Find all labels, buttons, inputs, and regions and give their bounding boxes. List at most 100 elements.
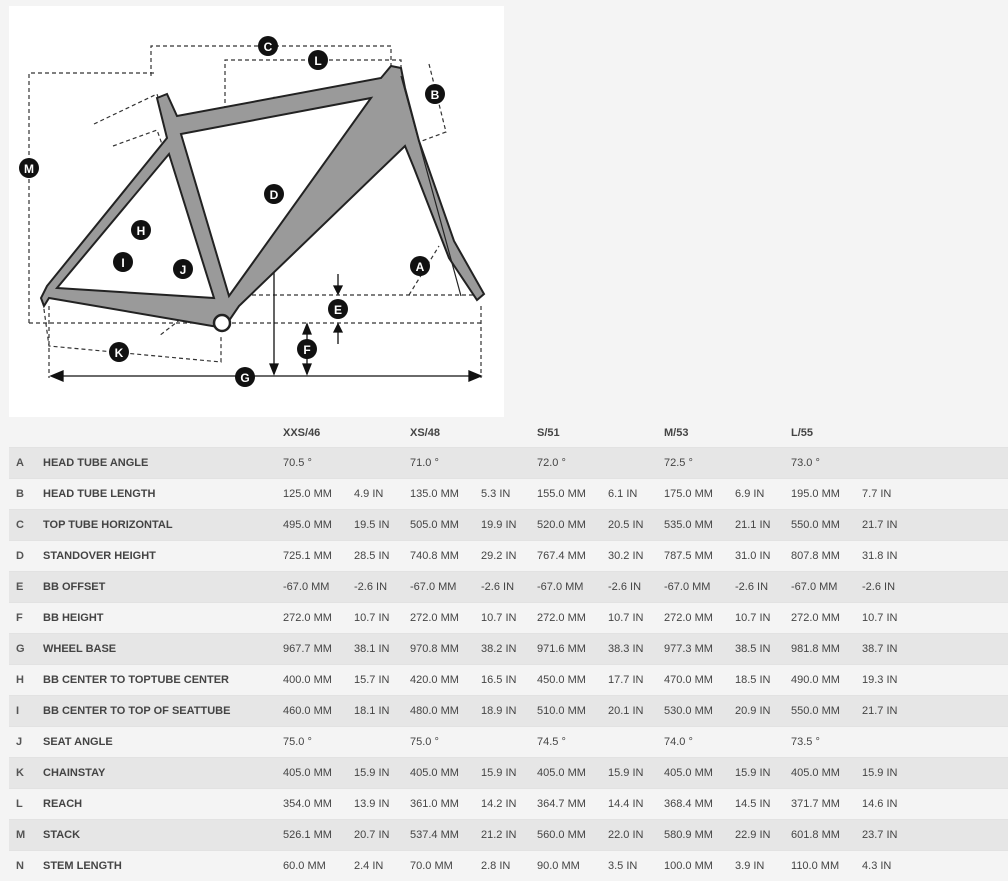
value-imperial: -2.6 IN: [862, 572, 1008, 603]
value-metric: 740.8 MM: [410, 541, 481, 572]
value-imperial: 14.5 IN: [735, 789, 791, 820]
value-imperial: 3.9 IN: [735, 851, 791, 881]
row-letter: C: [9, 510, 43, 541]
dimension-label-d: D: [264, 184, 284, 204]
frame: [41, 66, 484, 331]
svg-text:M: M: [24, 162, 34, 176]
dimension-label-m: M: [19, 158, 39, 178]
value-metric: 550.0 MM: [791, 696, 862, 727]
value-metric: 490.0 MM: [791, 665, 862, 696]
value-imperial: 5.3 IN: [481, 479, 537, 510]
value-metric: 272.0 MM: [664, 603, 735, 634]
value-metric: 767.4 MM: [537, 541, 608, 572]
dimension-label-g: G: [235, 367, 255, 387]
value-metric: 530.0 MM: [664, 696, 735, 727]
value-metric: 537.4 MM: [410, 820, 481, 851]
value-imperial: 13.9 IN: [354, 789, 410, 820]
row-measurement-name: BB OFFSET: [43, 572, 283, 603]
svg-text:F: F: [303, 343, 310, 357]
value-metric: 272.0 MM: [537, 603, 608, 634]
svg-text:I: I: [121, 256, 124, 270]
svg-text:C: C: [264, 40, 273, 54]
value-metric: 125.0 MM: [283, 479, 354, 510]
value-imperial: [481, 448, 537, 479]
value-metric: 787.5 MM: [664, 541, 735, 572]
row-measurement-name: CHAINSTAY: [43, 758, 283, 789]
value-imperial: 3.5 IN: [608, 851, 664, 881]
row-measurement-name: HEAD TUBE ANGLE: [43, 448, 283, 479]
value-imperial: -2.6 IN: [354, 572, 410, 603]
value-imperial: 19.3 IN: [862, 665, 1008, 696]
value-metric: 72.0 °: [537, 448, 608, 479]
dimension-label-i: I: [113, 252, 133, 272]
value-imperial: [862, 727, 1008, 758]
value-metric: 967.7 MM: [283, 634, 354, 665]
value-imperial: 19.5 IN: [354, 510, 410, 541]
value-imperial: 38.3 IN: [608, 634, 664, 665]
value-imperial: [608, 727, 664, 758]
svg-text:K: K: [115, 346, 124, 360]
size-header: L/55: [791, 418, 1008, 448]
value-imperial: 29.2 IN: [481, 541, 537, 572]
value-imperial: 14.4 IN: [608, 789, 664, 820]
value-imperial: 15.7 IN: [354, 665, 410, 696]
value-metric: -67.0 MM: [664, 572, 735, 603]
value-metric: 470.0 MM: [664, 665, 735, 696]
value-metric: 354.0 MM: [283, 789, 354, 820]
value-metric: -67.0 MM: [410, 572, 481, 603]
value-metric: 981.8 MM: [791, 634, 862, 665]
row-letter: L: [9, 789, 43, 820]
value-imperial: 15.9 IN: [481, 758, 537, 789]
value-imperial: 15.9 IN: [735, 758, 791, 789]
value-metric: 73.0 °: [791, 448, 862, 479]
size-header: XS/48: [410, 418, 537, 448]
row-measurement-name: STACK: [43, 820, 283, 851]
value-imperial: 14.6 IN: [862, 789, 1008, 820]
size-header: M/53: [664, 418, 791, 448]
dimension-label-c: C: [258, 36, 278, 56]
value-imperial: 10.7 IN: [354, 603, 410, 634]
value-metric: 371.7 MM: [791, 789, 862, 820]
value-imperial: 4.9 IN: [354, 479, 410, 510]
dimension-label-j: J: [173, 259, 193, 279]
value-imperial: 18.1 IN: [354, 696, 410, 727]
dimension-label-k: K: [109, 342, 129, 362]
value-imperial: 7.7 IN: [862, 479, 1008, 510]
value-imperial: 20.1 IN: [608, 696, 664, 727]
value-metric: 526.1 MM: [283, 820, 354, 851]
value-imperial: 31.8 IN: [862, 541, 1008, 572]
value-imperial: 19.9 IN: [481, 510, 537, 541]
value-metric: 75.0 °: [410, 727, 481, 758]
value-metric: 405.0 MM: [410, 758, 481, 789]
row-measurement-name: BB HEIGHT: [43, 603, 283, 634]
value-metric: -67.0 MM: [537, 572, 608, 603]
header-spacer: [43, 418, 283, 448]
value-imperial: 18.5 IN: [735, 665, 791, 696]
value-metric: 460.0 MM: [283, 696, 354, 727]
value-imperial: 22.9 IN: [735, 820, 791, 851]
dimension-label-e: E: [328, 299, 348, 319]
value-metric: 272.0 MM: [791, 603, 862, 634]
value-imperial: 22.0 IN: [608, 820, 664, 851]
value-metric: 364.7 MM: [537, 789, 608, 820]
value-metric: 580.9 MM: [664, 820, 735, 851]
row-letter: A: [9, 448, 43, 479]
row-measurement-name: WHEEL BASE: [43, 634, 283, 665]
value-imperial: 15.9 IN: [354, 758, 410, 789]
value-imperial: 28.5 IN: [354, 541, 410, 572]
value-imperial: 10.7 IN: [608, 603, 664, 634]
row-measurement-name: REACH: [43, 789, 283, 820]
value-imperial: 20.7 IN: [354, 820, 410, 851]
value-imperial: 21.2 IN: [481, 820, 537, 851]
value-imperial: 38.2 IN: [481, 634, 537, 665]
svg-text:D: D: [270, 188, 279, 202]
row-measurement-name: BB CENTER TO TOPTUBE CENTER: [43, 665, 283, 696]
row-measurement-name: STANDOVER HEIGHT: [43, 541, 283, 572]
